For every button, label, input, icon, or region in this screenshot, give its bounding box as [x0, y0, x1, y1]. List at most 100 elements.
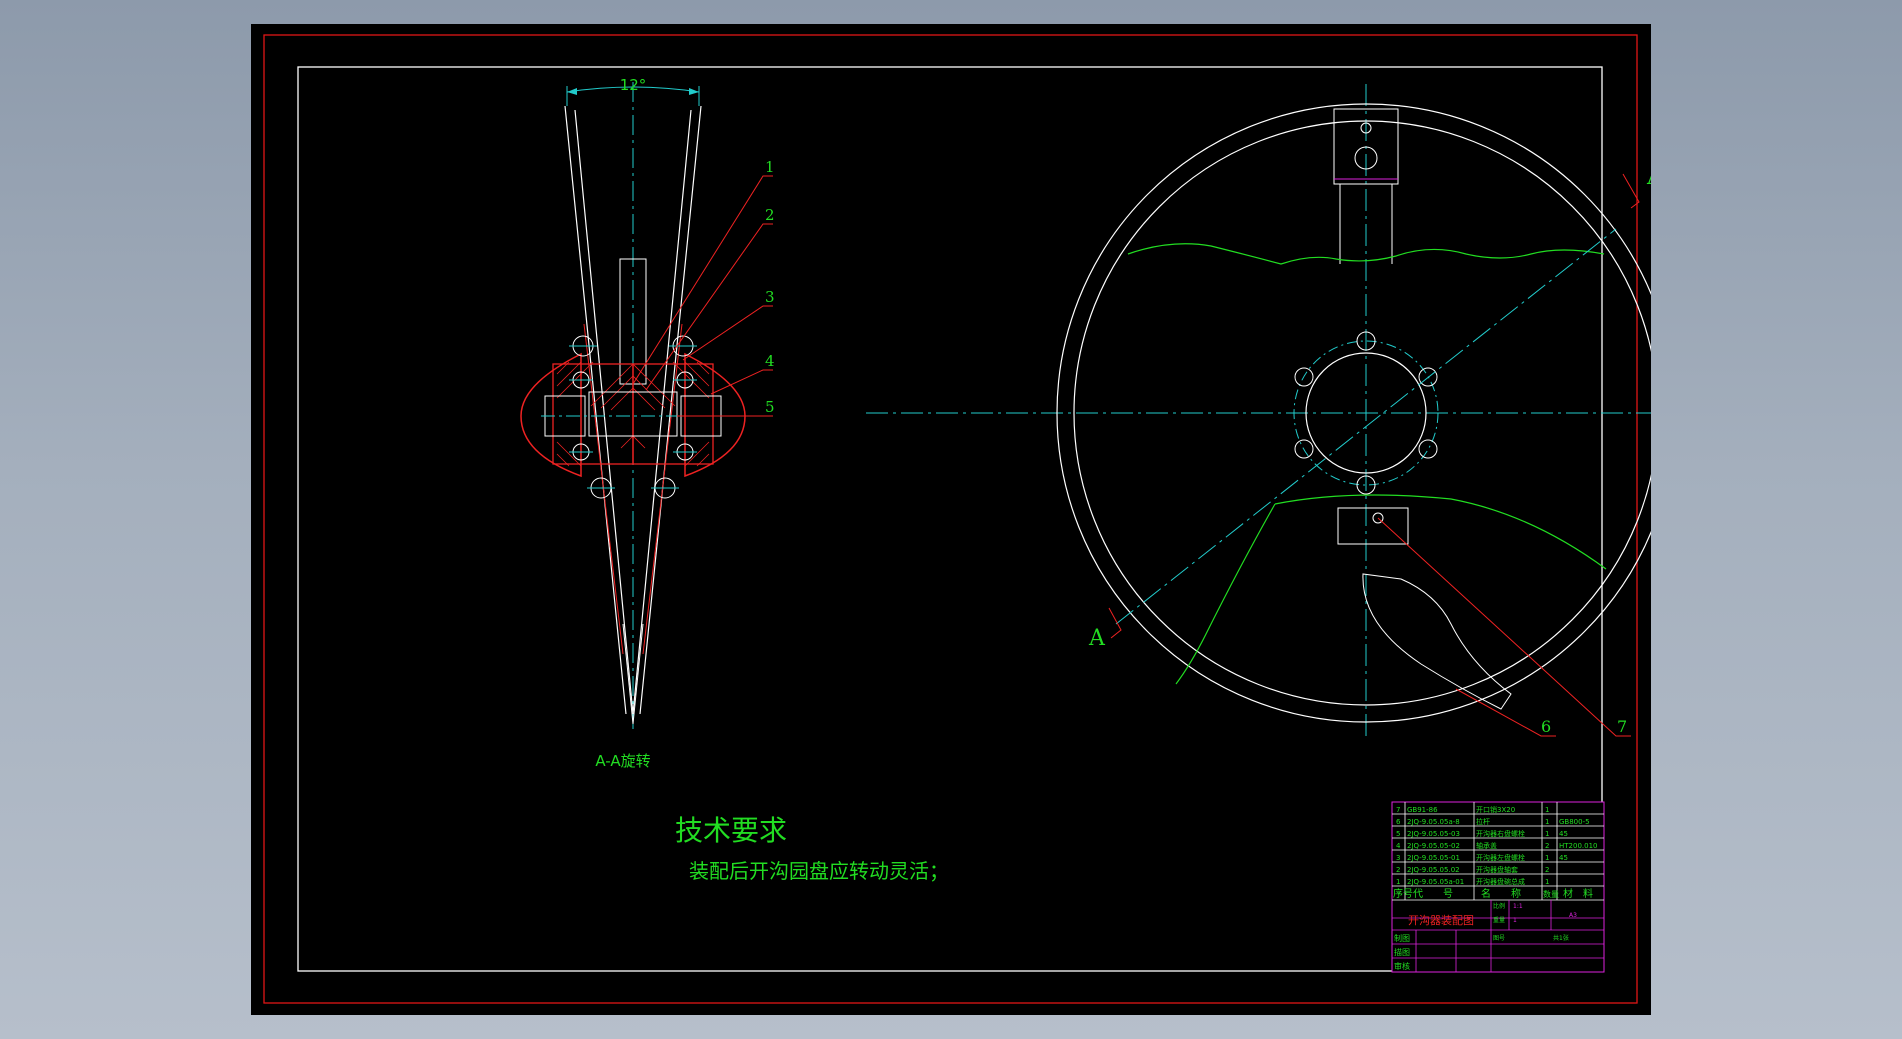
balloon-5: 5: [765, 398, 775, 416]
part-seq: 5: [1396, 830, 1400, 838]
header-material: 材 料: [1563, 887, 1593, 900]
parts-list-grid: [1392, 802, 1604, 901]
soil-wave-line: [1127, 243, 1605, 265]
part-code: 2JQ-9.05.05a-8: [1407, 818, 1460, 826]
hub-bore-circle: [1305, 352, 1427, 474]
part-code: 2JQ-9.05.05-02: [1407, 842, 1460, 850]
scraper-pin: [1372, 512, 1384, 524]
bracket-pin-hole: [1354, 146, 1378, 170]
disc-outer-circle: [1056, 103, 1651, 723]
front-view: A A 6 7: [866, 84, 1651, 737]
front-leaders: [1377, 517, 1631, 737]
part-name: 开沟器右盘螺栓: [1476, 829, 1525, 838]
part-code: 2JQ-9.05.05-01: [1407, 854, 1460, 862]
part-material: 45: [1559, 854, 1568, 862]
header-qty: 数量: [1543, 889, 1559, 899]
info-grid: [1392, 900, 1604, 972]
inner-frame: [297, 66, 1603, 972]
title-block: 7 GB91-86 开口销3X20 1 6 2JQ-9.05.05a-8 拉杆 …: [1391, 801, 1605, 973]
balloon-4: 4: [765, 352, 775, 370]
right-blade: [632, 105, 702, 715]
right-bearing-housing: [632, 363, 714, 465]
part-seq: 1: [1396, 878, 1400, 886]
mounting-bracket: [1333, 108, 1399, 185]
section-leaders: [632, 175, 773, 417]
blade-hatch-lines: [583, 323, 683, 655]
part-name: 开口销3X20: [1476, 805, 1515, 814]
balloon-2: 2: [765, 206, 775, 224]
sign-row-drawn: 制图: [1394, 933, 1410, 943]
bolt-center-marks: [569, 345, 697, 489]
scale-value: 1:1: [1513, 903, 1523, 910]
sheet-count: 共1张: [1553, 934, 1569, 942]
cad-viewport: 12°: [251, 24, 1651, 1015]
balloon-1: 1: [765, 158, 775, 176]
section-marker-bottom: A: [1088, 626, 1106, 651]
section-marker-top: A: [1646, 165, 1651, 190]
section-label: A-A旋转: [595, 752, 650, 770]
tech-requirements-title: 技术要求: [675, 814, 787, 847]
scraper-mount: [1337, 507, 1409, 545]
disc-bolt-holes: [1294, 331, 1438, 495]
angle-dimension-arc: [566, 86, 700, 93]
lower-soil-line: [1274, 494, 1607, 570]
part-name: 轴承盖: [1476, 841, 1497, 850]
part-qty: 1: [1545, 818, 1549, 826]
left-bearing-housing: [552, 363, 634, 465]
outer-frame: [263, 34, 1638, 1004]
part-qty: 1: [1545, 878, 1549, 886]
sign-row-checked: 审核: [1394, 961, 1410, 971]
balloon-6: 6: [1541, 717, 1551, 736]
sheet-label: 图号: [1493, 935, 1505, 942]
part-seq: 2: [1396, 866, 1400, 874]
part-qty: 1: [1545, 806, 1549, 814]
bolt-pitch-circle: [1293, 340, 1439, 486]
drawing-sheet: 12°: [263, 34, 1651, 1004]
right-hub-cover: [684, 352, 746, 478]
part-code: 2JQ-9.05.05-03: [1407, 830, 1460, 838]
header-seq: 序号: [1393, 887, 1413, 900]
section-arrow-top: [1622, 173, 1640, 209]
blade-tip: [622, 623, 644, 725]
part-name: 开沟器左盘螺栓: [1476, 853, 1525, 862]
part-seq: 3: [1396, 854, 1400, 862]
dim-arrow-left: [567, 88, 577, 95]
part-qty: 2: [1545, 842, 1549, 850]
dim-arrow-right: [689, 88, 699, 95]
balloon-7: 7: [1617, 717, 1627, 736]
part-material: GB800-5: [1559, 818, 1590, 826]
header-name: 名 称: [1481, 887, 1521, 900]
header-code: 代 号: [1413, 888, 1453, 900]
angle-dimension-label: 12°: [620, 76, 647, 94]
part-qty: 2: [1545, 866, 1549, 874]
disc-inner-circle: [1073, 120, 1651, 706]
section-view: 12°: [520, 76, 775, 770]
section-arrow-bottom: [1108, 607, 1122, 639]
paper-size: A3: [1569, 912, 1577, 919]
scraper-blade: [1362, 573, 1512, 710]
part-material: 45: [1559, 830, 1568, 838]
drawing-name: 开沟器装配图: [1408, 914, 1474, 927]
part-material: HT200.010: [1559, 842, 1598, 850]
part-name: 开沟器盘碗总成: [1476, 877, 1525, 886]
tech-requirements-note: 装配后开沟园盘应转动灵活；: [689, 859, 949, 883]
part-code: 2JQ-9.05.05a-01: [1407, 878, 1464, 886]
part-name: 开沟器盘轴套: [1476, 865, 1518, 874]
part-seq: 4: [1396, 842, 1401, 850]
part-seq: 7: [1396, 806, 1400, 814]
part-code: GB91-86: [1407, 806, 1438, 814]
part-qty: 1: [1545, 854, 1549, 862]
part-code: 2JQ-9.05.05.02: [1407, 866, 1460, 874]
parts-header: 序号 代 号 名 称 数量 材 料: [1393, 887, 1593, 900]
center-hub: [588, 391, 678, 437]
weight-label: 重量: [1493, 916, 1505, 924]
parts-rows: 7 GB91-86 开口销3X20 1 6 2JQ-9.05.05a-8 拉杆 …: [1396, 805, 1598, 886]
balloon-3: 3: [765, 288, 775, 306]
left-hub-cover: [520, 352, 582, 478]
furrow-curve: [1175, 503, 1276, 685]
left-blade: [564, 105, 634, 715]
sign-rows: 制图 描图 审核: [1394, 933, 1410, 971]
part-qty: 1: [1545, 830, 1549, 838]
sign-row-traced: 描图: [1394, 947, 1410, 957]
bracket-small-hole: [1360, 122, 1372, 134]
